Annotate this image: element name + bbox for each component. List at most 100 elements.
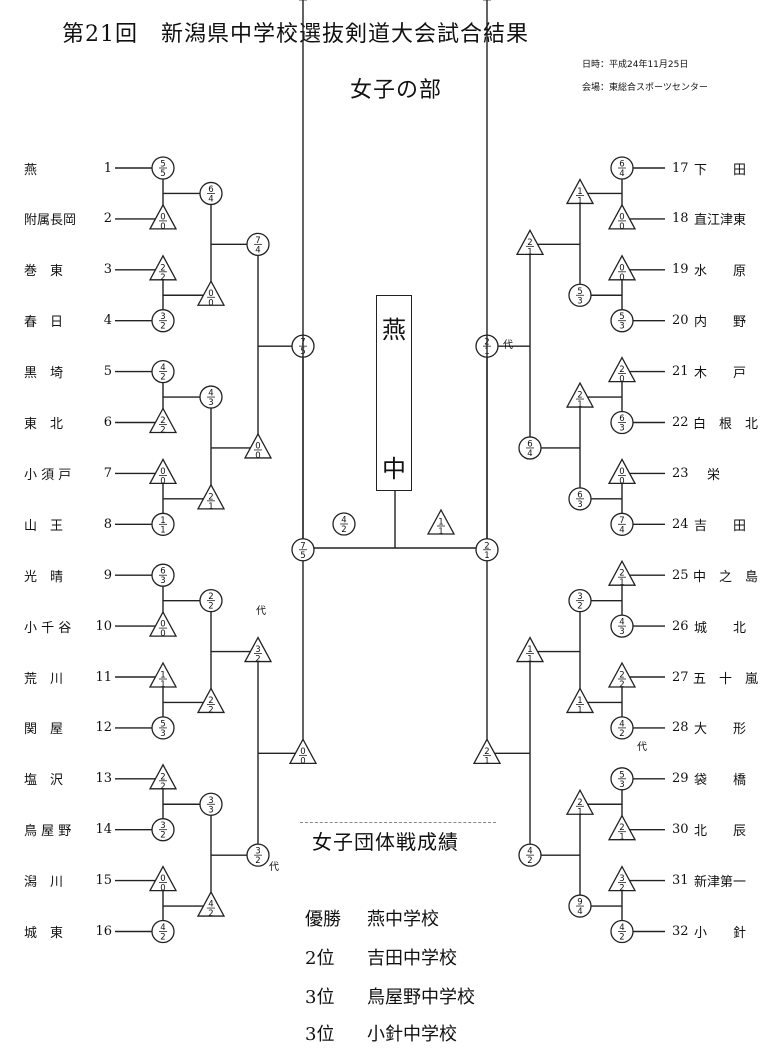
result-row: 3位 小針中学校 (305, 1020, 457, 1046)
win-score-marker: 53 (610, 767, 634, 791)
score-denominator: 1 (160, 525, 165, 535)
triangle-shape (148, 763, 178, 790)
score-denominator: 0 (160, 629, 165, 639)
score-denominator: 3 (160, 576, 165, 586)
score-numerator: 4 (619, 719, 624, 729)
page-title: 第21回 新潟県中学校選抜剣道大会試合結果 (62, 22, 529, 47)
team-number: 2 (103, 211, 112, 227)
score-numerator: 2 (208, 696, 213, 706)
score-numerator: 4 (160, 923, 165, 933)
score-numerator: 4 (619, 923, 624, 933)
team-number: 9 (103, 567, 112, 583)
team-name: 栄 (694, 467, 721, 483)
win-score-marker: 74 (610, 512, 634, 536)
triangle-shape (607, 814, 637, 841)
triangle-shape (607, 254, 637, 281)
result-school: 小針中学校 (367, 1024, 457, 1045)
loss-score-marker: 21 (196, 483, 226, 512)
team-name: 関 屋 (24, 722, 64, 738)
score-denominator: 3 (160, 729, 165, 739)
team-number: 13 (95, 771, 112, 787)
team-number: 17 (672, 160, 689, 176)
triangle-shape (148, 458, 178, 485)
score-denominator: 3 (619, 627, 624, 637)
score-numerator: 2 (577, 391, 582, 401)
score-denominator: 4 (619, 525, 624, 535)
score-denominator: 2 (160, 426, 165, 436)
score-numerator: 0 (300, 0, 305, 3)
team-name: 黒 埼 (24, 366, 64, 382)
win-score-marker: 33 (199, 792, 223, 816)
score-denominator: 2 (160, 373, 165, 383)
score-numerator: 2 (208, 492, 213, 502)
win-score-marker: 75 (291, 538, 315, 562)
score-numerator: 0 (160, 874, 165, 884)
team-name: 下 田 (694, 162, 747, 178)
win-score-marker: 53 (568, 283, 592, 307)
score-numerator: 0 (208, 289, 213, 299)
win-score-marker: 42 (610, 716, 634, 740)
win-score-marker: 64 (199, 181, 223, 206)
team-number: 32 (672, 924, 689, 939)
triangle-shape (565, 788, 595, 815)
triangle-shape (196, 483, 226, 510)
results-divider (300, 822, 496, 823)
result-school: 燕中学校 (367, 909, 439, 930)
team-name: 東 北 (24, 417, 64, 432)
win-score-marker: 42 (332, 512, 356, 536)
substitute-mark: 代 (256, 606, 266, 617)
score-denominator: 0 (208, 298, 213, 308)
score-denominator: 1 (527, 247, 532, 257)
team-number: 29 (672, 771, 689, 787)
loss-score-marker: 22 (148, 763, 178, 792)
loss-score-marker: 22 (196, 687, 226, 715)
win-score-marker: 64 (518, 436, 542, 460)
loss-score-marker: 42 (196, 890, 226, 919)
win-score-marker: 74 (246, 232, 270, 257)
score-denominator: 2 (527, 856, 532, 866)
loss-score-marker: 21 (565, 381, 595, 410)
win-score-marker: 42 (151, 359, 175, 384)
score-numerator: 2 (619, 671, 624, 681)
score-denominator: 3 (619, 780, 624, 790)
score-numerator: 0 (619, 212, 624, 222)
score-numerator: 2 (484, 541, 489, 551)
score-denominator: 2 (208, 909, 213, 919)
result-rank: 3位 (305, 1024, 335, 1045)
triangle-shape (196, 687, 226, 714)
substitute-mark: 代 (269, 862, 279, 873)
team-number: 25 (672, 567, 689, 583)
team-name: 内 野 (694, 315, 747, 331)
score-numerator: 0 (300, 747, 305, 757)
score-denominator: 2 (341, 525, 346, 535)
triangle-shape (607, 661, 637, 688)
score-denominator: 2 (208, 602, 213, 612)
triangle-shape (243, 636, 273, 663)
score-denominator: 2 (619, 884, 624, 894)
score-numerator: 2 (160, 263, 165, 273)
result-rank: 2位 (305, 948, 335, 969)
loss-score-marker: 32 (607, 865, 637, 894)
score-numerator: 4 (208, 900, 213, 910)
win-score-marker: 32 (246, 843, 270, 867)
score-denominator: 2 (160, 322, 165, 332)
score-denominator: 4 (577, 907, 582, 917)
team-number: 21 (672, 364, 689, 380)
score-numerator: 2 (619, 569, 624, 579)
team-number: 3 (103, 262, 112, 278)
triangle-shape (426, 508, 456, 535)
score-denominator: 1 (438, 527, 443, 537)
team-name: 五 十 嵐 (692, 671, 758, 687)
score-denominator: 2 (577, 602, 582, 612)
score-denominator: 0 (619, 375, 624, 385)
score-numerator: 7 (255, 236, 260, 246)
score-numerator: 2 (208, 592, 213, 602)
loss-score-marker: 11 (426, 508, 456, 537)
loss-score-marker: 00 (607, 458, 637, 486)
score-numerator: 4 (341, 516, 346, 526)
